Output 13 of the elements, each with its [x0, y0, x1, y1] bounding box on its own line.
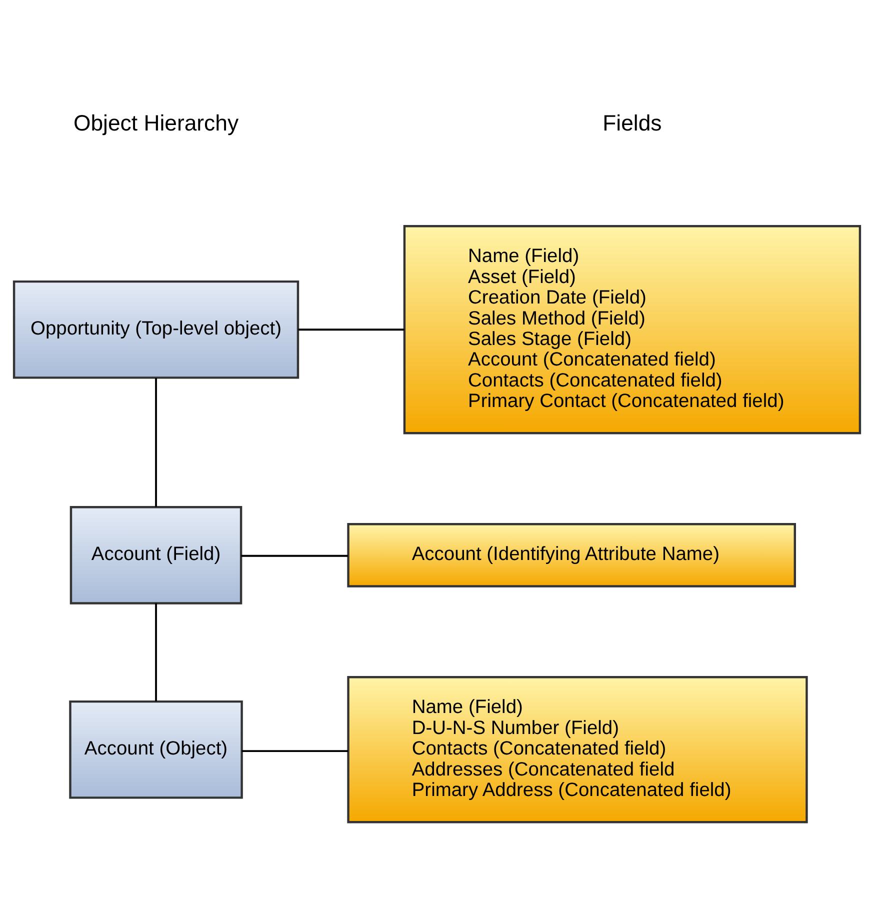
node-box: Name (Field) Asset (Field) Creation Date (Field) Sales Method (Field) Sales Stage (Field) Account (Concatenated field) Contacts (Concatenated field) Primary Contact (Concatenated field)	[403, 224, 862, 434]
label: Object Hierarchy	[73, 110, 239, 136]
node-box: Account (Identifying Attribute Name)	[347, 522, 796, 587]
node-box: Name (Field) D-U-N-S Number (Field) Contacts (Concatenated field) Addresses (Concatenated field Primary Address (Concatenated field)	[347, 676, 808, 823]
connector	[298, 328, 404, 330]
connector	[241, 554, 348, 556]
connector	[155, 602, 157, 701]
connector	[242, 750, 348, 752]
node-box: Account (Field)	[70, 505, 242, 604]
node-box: Account (Object)	[69, 700, 243, 798]
node-box: Opportunity (Top-level object)	[12, 280, 300, 378]
label: Fields	[602, 110, 662, 136]
connector	[155, 378, 157, 506]
